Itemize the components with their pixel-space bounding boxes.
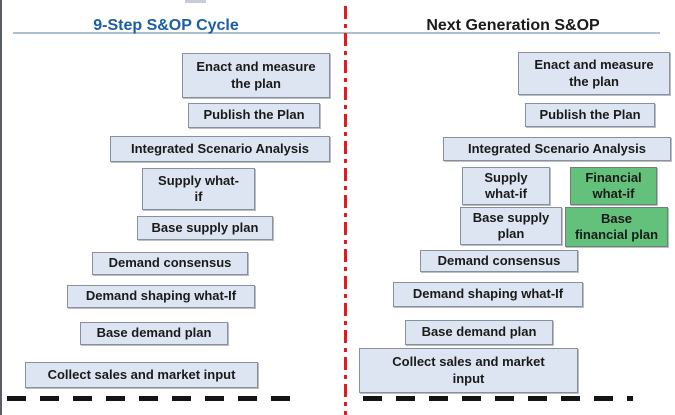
step-integrated-scenario-analysis-right: Integrated Scenario Analysis: [443, 137, 671, 161]
step-collect-sales-input-left: Collect sales and market input: [25, 362, 258, 388]
step-demand-consensus-right: Demand consensus: [420, 250, 578, 272]
step-label: Publish the Plan: [539, 106, 641, 122]
step-label: Enact and measure the plan: [534, 57, 654, 89]
step-label: Financial what-if: [585, 169, 642, 201]
step-financial-what-if-right: Financial what-if: [570, 167, 657, 205]
step-supply-what-if-left: Supply what- if: [142, 168, 255, 210]
step-label: Demand consensus: [108, 255, 232, 271]
step-label: Publish the Plan: [203, 107, 305, 123]
step-demand-shaping-what-if-left: Demand shaping what-If: [67, 285, 255, 308]
center-divider-dash-dot-line: [344, 6, 347, 415]
step-label: Base financial plan: [574, 210, 659, 242]
baseline-dashed-line-right: [363, 396, 633, 401]
step-label: Collect sales and market input: [392, 354, 545, 386]
step-integrated-scenario-analysis-left: Integrated Scenario Analysis: [110, 136, 330, 162]
step-label: Integrated Scenario Analysis: [131, 140, 309, 156]
step-base-supply-plan-right: Base supply plan: [460, 207, 562, 245]
step-label: Collect sales and market input: [47, 366, 236, 382]
step-label: Base demand plan: [96, 325, 212, 341]
step-collect-sales-input-right: Collect sales and market input: [359, 348, 578, 393]
step-label: Base demand plan: [421, 324, 537, 340]
step-enact-and-measure-left: Enact and measure the plan: [182, 53, 330, 98]
step-publish-the-plan-right: Publish the Plan: [525, 103, 655, 127]
cropped-text-artifact: [185, 0, 206, 3]
step-demand-consensus-left: Demand consensus: [92, 252, 248, 275]
step-supply-what-if-right: Supply what-if: [462, 167, 550, 205]
step-base-supply-plan-left: Base supply plan: [137, 216, 273, 240]
step-publish-the-plan-left: Publish the Plan: [188, 103, 320, 128]
step-label: Demand shaping what-If: [412, 286, 564, 302]
step-base-demand-plan-right: Base demand plan: [405, 320, 553, 345]
right-panel-title: Next Generation S&OP: [426, 17, 600, 34]
step-demand-shaping-what-if-right: Demand shaping what-If: [393, 282, 583, 307]
step-label: Base supply plan: [151, 219, 259, 235]
step-label: Base supply plan: [472, 209, 550, 241]
step-label: Demand shaping what-If: [85, 288, 237, 304]
baseline-dashed-line-left: [7, 396, 293, 401]
step-label: Demand consensus: [437, 252, 561, 268]
step-label: Integrated Scenario Analysis: [468, 140, 646, 156]
step-label: Enact and measure the plan: [196, 59, 316, 91]
step-label: Supply what- if: [158, 172, 239, 204]
step-enact-and-measure-right: Enact and measure the plan: [518, 52, 670, 95]
left-border-line: [0, 0, 2, 415]
step-base-financial-plan-right: Base financial plan: [565, 207, 668, 247]
step-label: Supply what-if: [484, 169, 528, 201]
left-panel-title: 9-Step S&OP Cycle: [93, 17, 239, 34]
header-rule: [13, 32, 660, 34]
step-base-demand-plan-left: Base demand plan: [80, 322, 228, 345]
